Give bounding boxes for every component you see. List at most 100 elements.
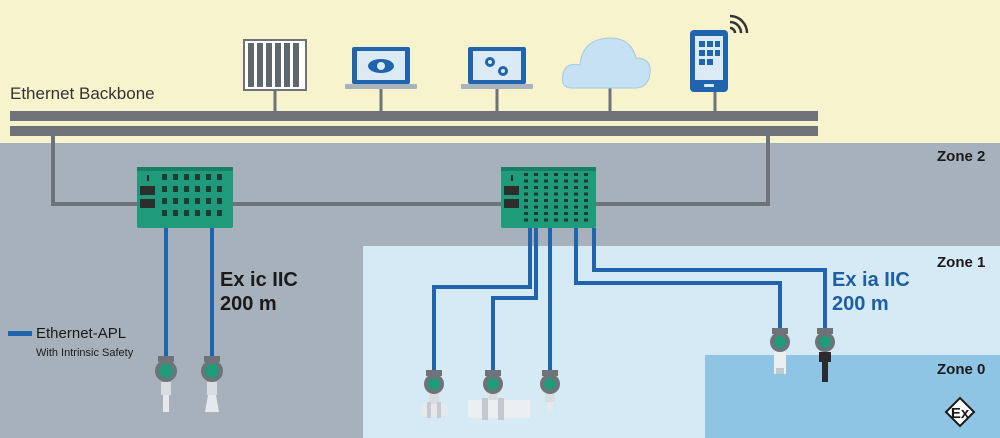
zone0-area	[705, 355, 1000, 438]
monitoring-laptop-icon	[345, 47, 417, 89]
switch-port	[584, 173, 588, 176]
switch-port	[534, 212, 538, 215]
switch-port	[524, 212, 528, 215]
switch-port	[534, 205, 538, 209]
svg-text:Ex: Ex	[951, 405, 970, 422]
right-length-label: 200 m	[832, 293, 889, 315]
switch-port	[534, 199, 538, 202]
switch-port	[574, 205, 578, 209]
switch-port	[544, 186, 548, 189]
switch-port	[574, 173, 578, 176]
backbone-bar-bottom	[10, 126, 818, 136]
zone0-probe	[815, 328, 835, 382]
switch-port	[544, 205, 548, 209]
zone2-label: Zone 2	[937, 148, 986, 165]
switch-port	[184, 186, 189, 192]
switch-port	[544, 199, 548, 202]
switch-port	[162, 210, 167, 216]
switch-port	[574, 186, 578, 189]
switch-port	[524, 192, 528, 196]
switch-port	[564, 218, 568, 222]
switch-port	[206, 210, 211, 216]
switch-port	[564, 205, 568, 209]
switch-port	[544, 212, 548, 215]
switch-port	[544, 192, 548, 196]
switch-port	[554, 179, 558, 183]
switch-port	[544, 218, 548, 222]
backbone-title: Ethernet Backbone	[10, 84, 155, 103]
switch-ethernet-links	[51, 136, 770, 206]
left-apl-lines	[164, 228, 214, 358]
switch-port	[184, 210, 189, 216]
switch-port	[584, 192, 588, 196]
switch-port	[195, 186, 200, 192]
switch-port	[544, 179, 548, 183]
switch-port	[564, 173, 568, 176]
switch-port	[574, 212, 578, 215]
switch-port	[206, 198, 211, 204]
flow-meter	[468, 370, 530, 420]
engineering-laptop-icon	[461, 47, 533, 89]
switch-port	[534, 173, 538, 176]
switch-port	[564, 186, 568, 189]
switch-port	[173, 174, 178, 180]
switch-port	[544, 173, 548, 176]
switch-port	[554, 218, 558, 222]
switch-port	[217, 210, 222, 216]
left-protection-label: Ex ic IIC	[220, 269, 298, 291]
switch-port	[584, 212, 588, 215]
switch-port	[195, 198, 200, 204]
switch-port	[584, 205, 588, 209]
switch-port	[534, 218, 538, 222]
switch-port	[162, 186, 167, 192]
switch-port	[554, 186, 558, 189]
switch-port	[564, 212, 568, 215]
switch-port	[574, 218, 578, 222]
backbone-bar-top	[10, 111, 818, 121]
right-protection-label: Ex ia IIC	[832, 269, 910, 291]
switch-port	[195, 174, 200, 180]
switch-port	[554, 192, 558, 196]
switch-port	[217, 174, 222, 180]
level-transmitter-1	[155, 356, 177, 412]
switch-port	[162, 174, 167, 180]
ex-hazard-icon: Ex	[944, 396, 976, 428]
switch-port	[554, 212, 558, 215]
switch-port	[524, 199, 528, 202]
tablet-icon	[690, 14, 749, 92]
switch-port	[574, 199, 578, 202]
switch-port	[534, 192, 538, 196]
legend-label: Ethernet-APL	[36, 325, 127, 342]
right-apl-lines	[432, 228, 827, 372]
switch-port	[195, 210, 200, 216]
right-field-switch	[501, 167, 596, 228]
legend-sublabel: With Intrinsic Safety	[36, 347, 134, 359]
switch-port	[584, 186, 588, 189]
left-field-switch	[137, 167, 233, 228]
switch-port	[554, 199, 558, 202]
wireless-signal-icon	[729, 14, 749, 34]
level-transmitter-2	[201, 356, 223, 412]
switch-port	[524, 186, 528, 189]
switch-port	[206, 186, 211, 192]
switch-port	[564, 179, 568, 183]
switch-port	[554, 205, 558, 209]
switch-port	[217, 198, 222, 204]
pressure-transmitter	[421, 370, 447, 418]
device-drop-lines	[273, 88, 717, 111]
cloud-icon	[561, 37, 651, 89]
switch-port	[173, 186, 178, 192]
legend-line	[8, 331, 32, 336]
switch-port	[564, 192, 568, 196]
switch-port	[534, 179, 538, 183]
controller-rack-icon	[243, 39, 307, 91]
left-length-label: 200 m	[220, 293, 277, 315]
switch-port	[554, 173, 558, 176]
zone1-label: Zone 1	[937, 254, 986, 271]
switch-port	[584, 179, 588, 183]
switch-port	[162, 198, 167, 204]
switch-port	[173, 198, 178, 204]
switch-port	[524, 179, 528, 183]
